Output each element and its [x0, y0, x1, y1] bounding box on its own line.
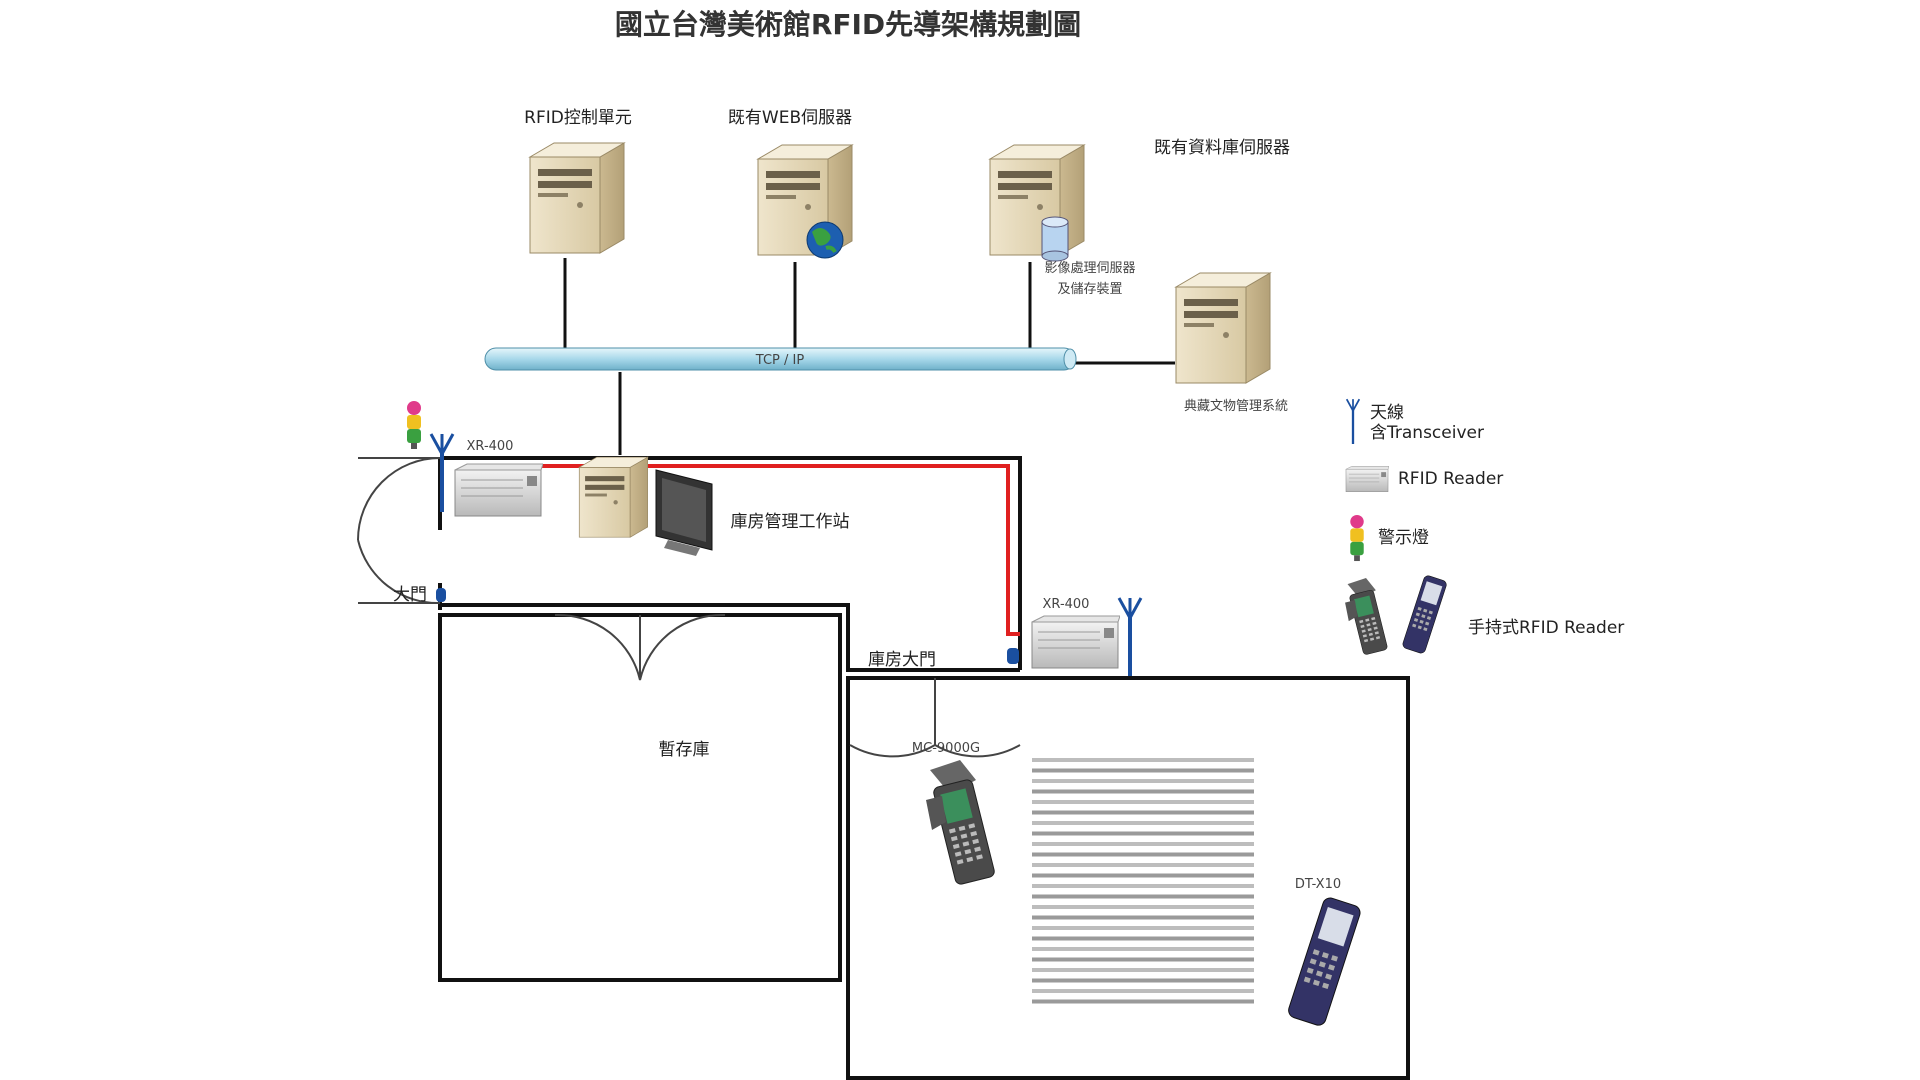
handheld-left-label: MC-9000G [912, 741, 980, 756]
web-server-label: 既有WEB伺服器 [728, 108, 852, 128]
reader-left-label: XR-400 [467, 439, 514, 454]
warehouse-door-sensor-icon [1007, 648, 1019, 664]
legend-reader-label: RFID Reader [1398, 469, 1503, 489]
legend-antenna-label-2: 含Transceiver [1370, 423, 1484, 443]
shelf-row [1032, 768, 1254, 773]
shelf-row [1032, 936, 1254, 941]
legend-antenna-label-1: 天線 [1370, 403, 1404, 423]
shelf-row [1032, 852, 1254, 857]
legend-antenna-icon [1345, 398, 1361, 444]
legend-warning-light-label: 警示燈 [1378, 528, 1429, 548]
antenna-right-icon [1117, 596, 1143, 676]
warehouse-room [846, 676, 1410, 1080]
workstation-label: 庫房管理工作站 [731, 512, 850, 532]
warehouse-door-label: 庫房大門 [868, 650, 936, 670]
db-server-label: 既有資料庫伺服器 [1154, 138, 1290, 158]
shelf-row [1032, 831, 1254, 836]
bus-label: TCP / IP [755, 353, 805, 368]
collection-system-label: 典藏文物管理系統 [1184, 399, 1288, 414]
diagram-title: 國立台灣美術館RFID先導架構規劃圖 [615, 8, 1081, 41]
shelf-row [1032, 779, 1254, 783]
shelf-row [1032, 863, 1254, 867]
legend-handheld-gun-icon [1344, 578, 1389, 656]
temp-storage-label: 暫存庫 [659, 740, 710, 760]
storage-shelves [1032, 758, 1254, 1004]
shelf-row [1032, 915, 1254, 920]
rfid-control-label: RFID控制單元 [524, 108, 632, 128]
reader-left-icon [454, 463, 543, 517]
shelf-row [1032, 905, 1254, 909]
legend-reader-icon [1345, 466, 1389, 492]
legend: 天線 含Transceiver RFID Reader 警示燈 手持式RFID … [1344, 398, 1624, 656]
legend-handheld-label: 手持式RFID Reader [1468, 618, 1624, 638]
globe-icon [806, 221, 844, 259]
shelf-row [1032, 842, 1254, 846]
shelf-row [1032, 968, 1254, 972]
tcp-ip-bus [484, 347, 1077, 371]
legend-handheld-pda-icon [1401, 574, 1448, 655]
shelf-row [1032, 989, 1254, 993]
reader-right-icon [1031, 615, 1120, 669]
door-swings [357, 457, 1021, 758]
server-connections [563, 258, 1175, 455]
image-server-label-1: 影像處理伺服器 [1044, 261, 1135, 276]
shelf-row [1032, 978, 1254, 983]
reader-right-label: XR-400 [1043, 597, 1090, 612]
shelf-row [1032, 821, 1254, 825]
warning-light-icon [407, 401, 421, 449]
rfid-control-server-icon [529, 142, 625, 254]
monitor-icon [655, 469, 713, 556]
shelf-row [1032, 999, 1254, 1004]
shelf-row [1032, 884, 1254, 888]
legend-warning-light-icon [1350, 514, 1364, 562]
antenna-left-icon [429, 432, 455, 512]
handheld-right-label: DT-X10 [1295, 877, 1341, 892]
floor-plan-walls [438, 456, 1410, 1080]
collection-server-icon [1175, 272, 1271, 384]
image-server-label-2: 及儲存裝置 [1057, 282, 1122, 297]
storage-cylinder-icon [1041, 216, 1069, 262]
red-network-link [540, 464, 1020, 636]
workstation-server-icon [578, 456, 649, 538]
mc9000g-handheld-icon [925, 760, 997, 887]
shelf-row [1032, 810, 1254, 815]
shelf-row [1032, 926, 1254, 930]
shelf-row [1032, 957, 1254, 962]
shelf-row [1032, 758, 1254, 762]
shelf-row [1032, 873, 1254, 878]
shelf-row [1032, 947, 1254, 951]
shelf-row [1032, 789, 1254, 794]
door-sensor-icon [436, 588, 446, 602]
main-door-label: 大門 [393, 585, 427, 605]
shelf-row [1032, 894, 1254, 899]
db-server-icon [989, 144, 1085, 256]
shelf-row [1032, 800, 1254, 804]
dtx10-handheld-icon [1285, 895, 1363, 1028]
